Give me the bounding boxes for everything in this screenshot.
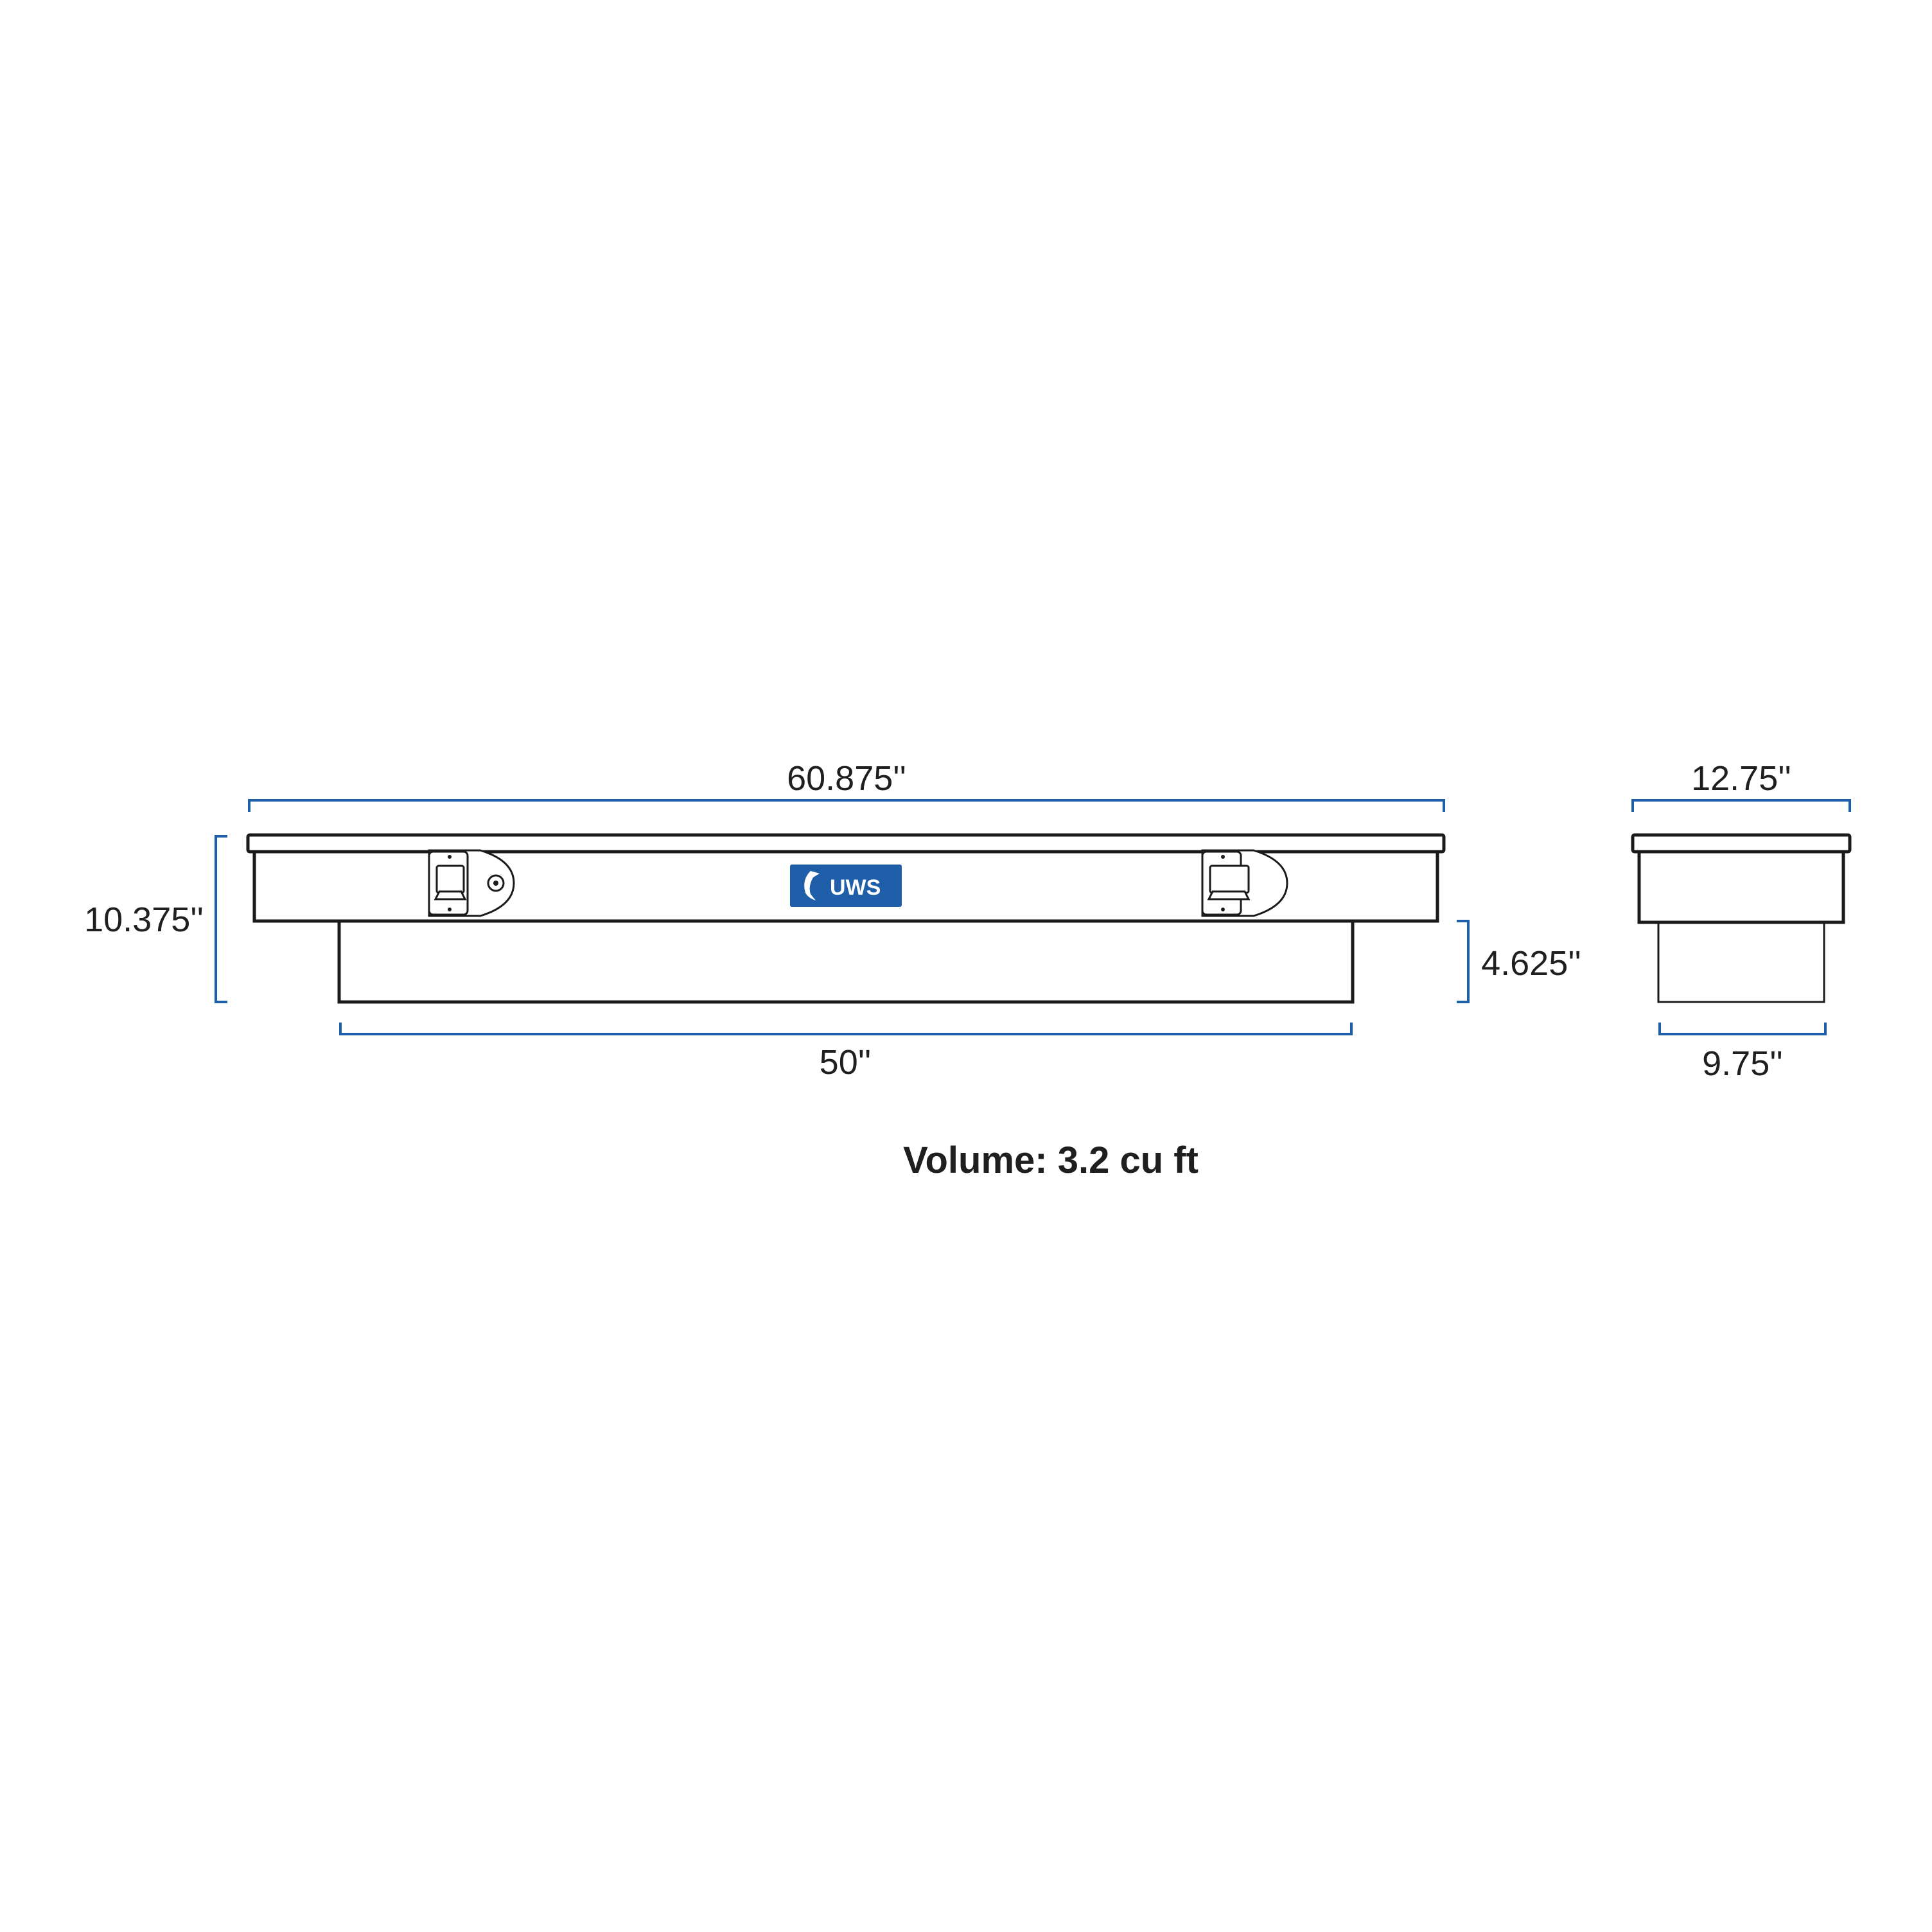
side-lower-body [1657, 921, 1825, 1003]
lower-width-dimension: 50'' [339, 1023, 1353, 1082]
lower-depth-label: 4.625'' [1481, 944, 1581, 983]
left-latch-handle [428, 849, 515, 917]
front-view: UWS 60.875'' 10.375'' 4.625'' 50'' [84, 759, 1581, 1082]
overall-height-label: 10.375'' [84, 900, 204, 939]
overall-width-dimension: 60.875'' [248, 759, 1445, 812]
right-latch-handle [1201, 849, 1288, 917]
front-lid [246, 833, 1446, 854]
overall-height-dimension: 10.375'' [84, 835, 227, 1003]
side-bottom-width-dimension: 9.75'' [1658, 1023, 1827, 1083]
lower-width-label: 50'' [820, 1043, 872, 1082]
side-top-width-label: 12.75'' [1691, 759, 1791, 798]
side-upper-body [1637, 847, 1845, 924]
side-bottom-width-label: 9.75'' [1702, 1044, 1783, 1083]
marlin-fish-icon [804, 871, 820, 900]
uws-logo: UWS [790, 865, 902, 907]
lower-depth-dimension: 4.625'' [1457, 920, 1581, 1003]
logo-text: UWS [830, 875, 881, 900]
side-lid [1631, 833, 1852, 854]
overall-width-label: 60.875'' [787, 759, 906, 798]
front-lower-body [337, 918, 1355, 1004]
logo-badge [790, 865, 902, 907]
side-top-width-dimension: 12.75'' [1631, 759, 1851, 812]
side-view: 12.75'' 9.75'' [1631, 759, 1852, 1083]
volume-label: Volume: 3.2 cu ft [903, 1139, 1199, 1181]
